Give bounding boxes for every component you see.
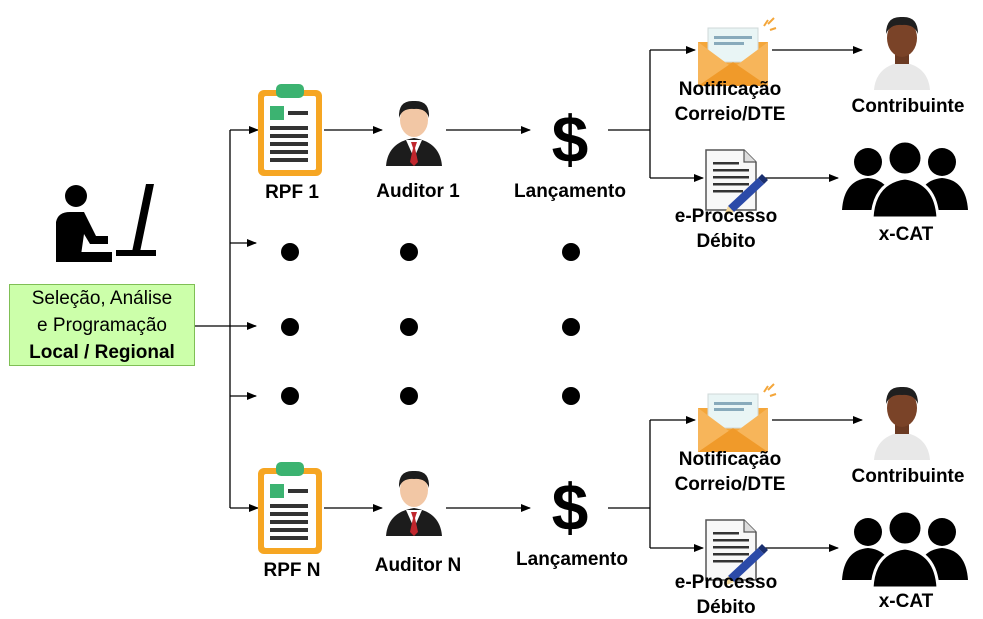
dollar-sign-icon: $	[552, 102, 589, 176]
bottom-flow: $ RPF N Auditor N Lançamento Notificação…	[258, 383, 970, 618]
notificacao-label-line1: Notificação	[679, 449, 781, 470]
ellipsis-dots	[281, 243, 580, 405]
contribuinte-label: Contribuinte	[852, 466, 965, 487]
lancamento-label: Lançamento	[514, 181, 626, 202]
businessman-icon	[386, 470, 442, 536]
dollar-sign-icon: $	[552, 470, 589, 544]
auditor-label: Auditor N	[375, 555, 462, 576]
auditor-label: Auditor 1	[376, 181, 460, 202]
contribuinte-label: Contribuinte	[852, 96, 965, 117]
source-line-3: Local / Regional	[29, 342, 175, 363]
person-at-computer-icon	[56, 184, 156, 262]
notificacao-label-line1: Notificação	[679, 79, 781, 100]
eprocesso-label-line1: e-Processo	[675, 572, 777, 593]
xcat-label: x-CAT	[879, 591, 934, 612]
group-icon	[840, 509, 970, 590]
rpf-label: RPF 1	[265, 182, 319, 203]
eprocesso-label-line2: Débito	[696, 597, 755, 618]
source-line-2: e Programação	[37, 315, 167, 336]
envelope-icon	[697, 383, 777, 453]
businessman-icon	[386, 100, 442, 166]
source-line-1: Seleção, Análise	[31, 288, 173, 309]
envelope-icon	[697, 17, 777, 87]
eprocesso-label-line2: Débito	[696, 231, 755, 252]
source-box: Seleção, Análise e Programação Local / R…	[9, 284, 195, 366]
xcat-label: x-CAT	[879, 224, 934, 245]
notificacao-label-line2: Correio/DTE	[675, 474, 786, 495]
top-flow: $ RPF 1 Auditor 1 Lançamento Notificação…	[258, 16, 970, 252]
eprocesso-label-line1: e-Processo	[675, 206, 777, 227]
clipboard-icon	[258, 84, 322, 176]
rpf-label: RPF N	[264, 560, 321, 581]
clipboard-icon	[258, 462, 322, 554]
person-icon	[874, 386, 930, 460]
group-icon	[840, 139, 970, 220]
lancamento-label: Lançamento	[516, 549, 628, 570]
notificacao-label-line2: Correio/DTE	[675, 104, 786, 125]
person-icon	[874, 16, 930, 90]
source-connectors	[195, 126, 259, 512]
